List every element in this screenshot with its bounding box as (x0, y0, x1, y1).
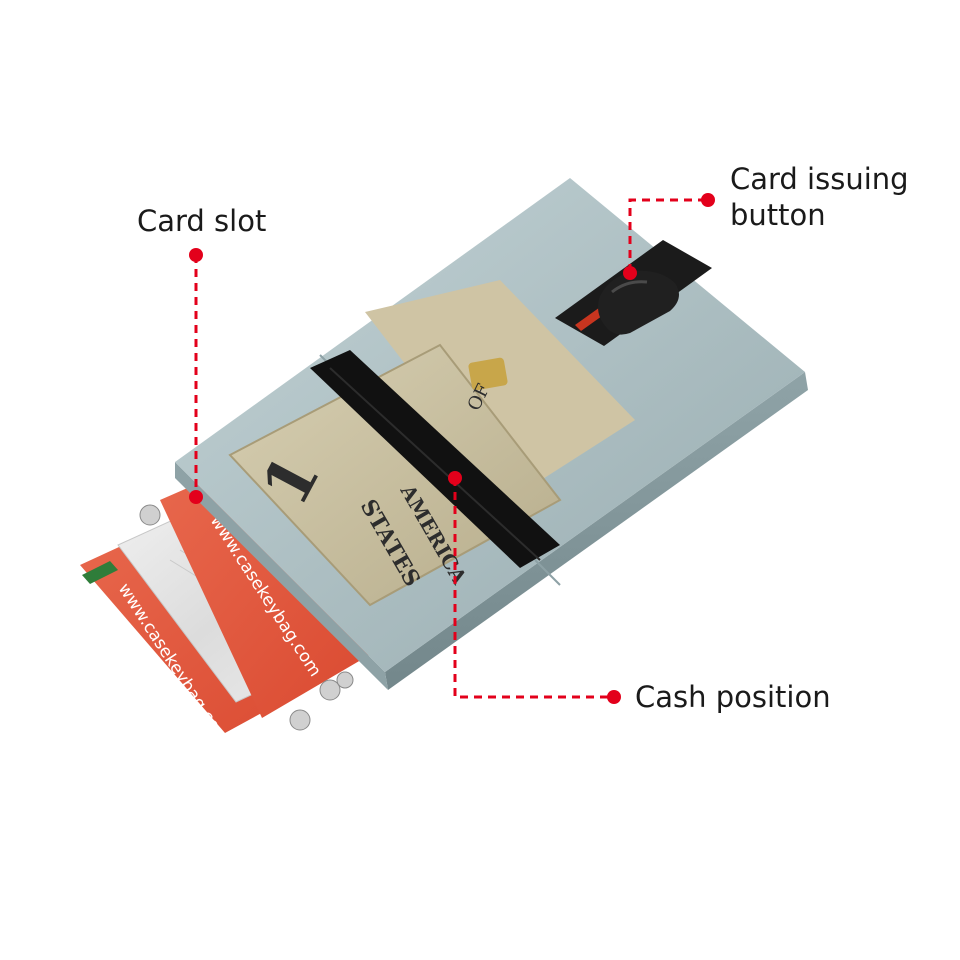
label-card-issuing-button-line2: button (730, 198, 826, 232)
callout-dot-card-slot-target (189, 490, 203, 504)
leader-cash (453, 478, 612, 699)
wallet-seam (534, 559, 561, 586)
card-ornament (336, 671, 354, 689)
leader-card-button (628, 198, 706, 273)
label-cash-position: Cash position (635, 680, 831, 714)
label-card-issuing-button-line1: Card issuing (730, 162, 909, 196)
wallet-front-edge (175, 462, 388, 690)
callout-dot-card-slot-top (189, 248, 203, 262)
banknote-chip (468, 357, 508, 391)
callout-dot-button-target (623, 266, 637, 280)
label-card-issuing-button: Card issuing button (730, 161, 909, 233)
card-ornament (319, 679, 341, 701)
wallet-side-edge (385, 372, 808, 690)
banknote: 1 STATES AMERICA OF (228, 280, 635, 607)
callout-lines (194, 198, 706, 699)
label-card-slot: Card slot (137, 204, 267, 238)
callout-dot-cash-target (448, 471, 462, 485)
elastic-band (310, 350, 560, 568)
red-card-back-stripe (82, 561, 118, 584)
callout-dot-button-label (701, 193, 715, 207)
callout-dots (189, 193, 715, 704)
card-issuing-button[interactable] (598, 270, 679, 335)
card-ornament (289, 709, 311, 731)
callout-dot-cash-label (607, 690, 621, 704)
banknote-back-layer (365, 280, 635, 500)
card-ornament (139, 504, 161, 526)
